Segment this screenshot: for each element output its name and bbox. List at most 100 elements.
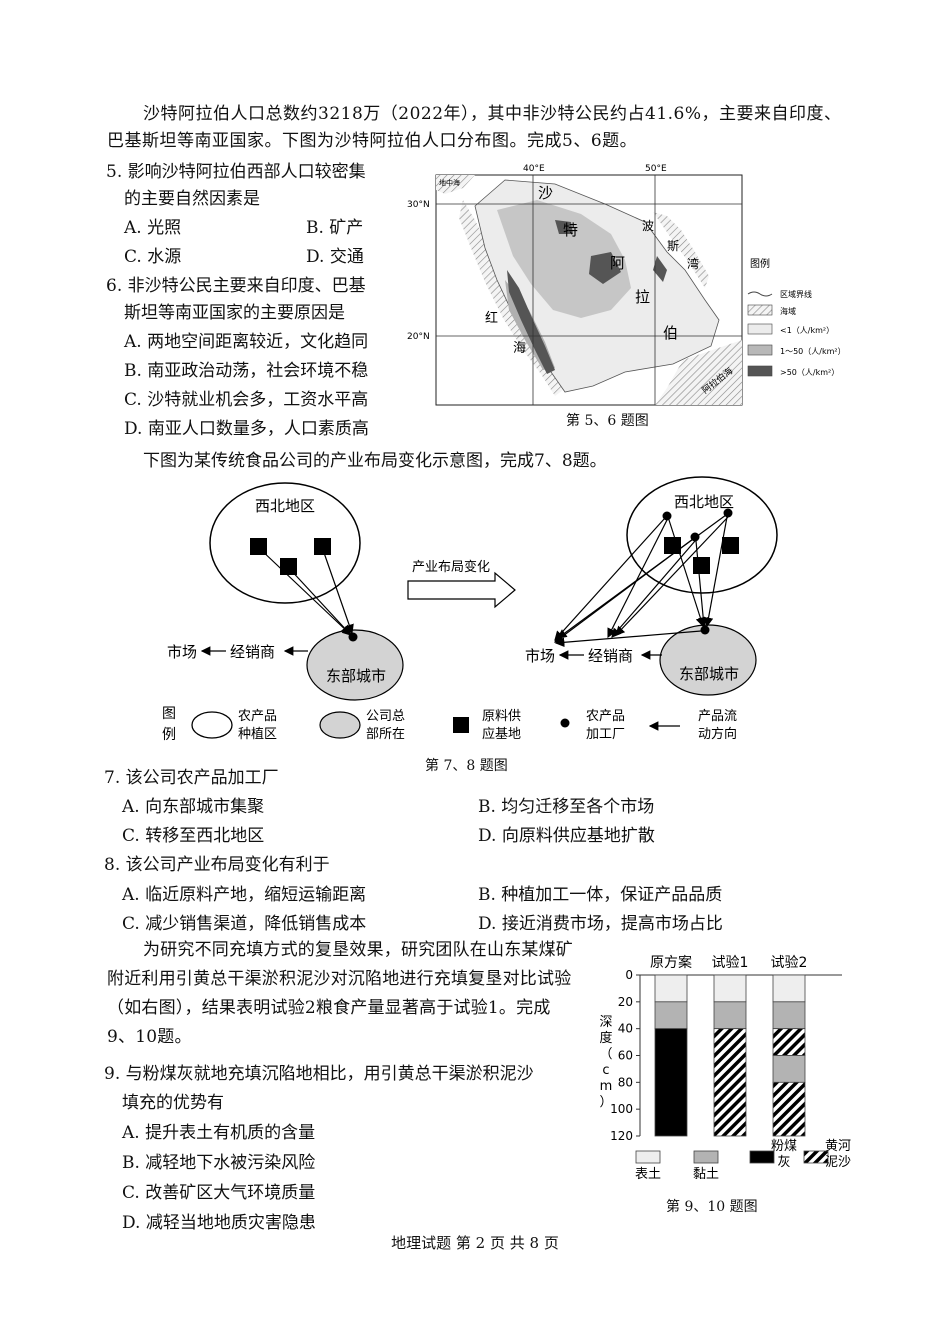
lon-label-50: 50°E bbox=[645, 164, 667, 174]
label-sha: 沙 bbox=[538, 184, 553, 202]
legend-hq-l2: 部所在 bbox=[366, 727, 405, 742]
intro-paragraph-3: 为研究不同充填方式的复垦效果，研究团队在山东某煤矿附近利用引黄总干渠淤积泥沙对沉… bbox=[107, 940, 573, 1047]
y-tick-label: 80 bbox=[618, 1075, 633, 1089]
left-region-label: 西北地区 bbox=[255, 497, 315, 515]
q5-stem-line1: 5. 影响沙特阿拉伯西部人口较密集 bbox=[106, 162, 366, 182]
right-base-3 bbox=[722, 537, 739, 554]
label-a: 阿 bbox=[610, 254, 625, 272]
q7-option-c[interactable]: C. 转移至西北地区 bbox=[122, 826, 265, 846]
legend-plant-l1: 农产品 bbox=[586, 709, 625, 724]
left-dealer-label: 经销商 bbox=[230, 643, 275, 661]
q9-stem-line1: 9. 与粉煤灰就地充填沉陷地相比，用引黄总干渠淤积泥沙 bbox=[104, 1064, 534, 1084]
right-plant-city bbox=[700, 625, 710, 635]
soil-layer-bar bbox=[654, 1001, 688, 1030]
legend-sea-label: 海域 bbox=[780, 306, 796, 316]
y-tick-label: 60 bbox=[618, 1049, 633, 1063]
q7-option-a[interactable]: A. 向东部城市集聚 bbox=[122, 797, 265, 817]
legend-low-label: <1（人/km²） bbox=[780, 326, 834, 335]
diagram-legend-head-2: 例 bbox=[162, 727, 176, 743]
soil-layer-bar bbox=[713, 1001, 747, 1030]
left-flow-1 bbox=[257, 546, 352, 636]
left-base-2 bbox=[280, 558, 297, 575]
saudi-population-map: 40°E 50°E 30°N 20°N 地中海 沙 特 阿 拉 伯 红 海 波 … bbox=[407, 164, 846, 406]
q6-option-c[interactable]: C. 沙特就业机会多，工资水平高 bbox=[124, 390, 369, 410]
high-density-north bbox=[555, 220, 573, 234]
label-wan: 湾 bbox=[687, 256, 699, 271]
legend-hq-icon bbox=[319, 711, 361, 739]
soil-layer-bar bbox=[772, 1055, 806, 1083]
right-flow-p3-dealer bbox=[615, 516, 729, 636]
q5-option-a[interactable]: A. 光照 bbox=[124, 218, 182, 238]
soil-layer-bar bbox=[713, 1028, 747, 1137]
q5-option-d[interactable]: D. 交通 bbox=[306, 247, 364, 267]
y-axis-label-char: 度 bbox=[599, 1030, 612, 1046]
legend-planting-icon bbox=[191, 711, 233, 739]
q5-stem-line2: 的主要自然因素是 bbox=[124, 189, 260, 209]
q8-option-d[interactable]: D. 接近消费市场，提高市场占比 bbox=[478, 914, 723, 934]
right-market-label: 市场 bbox=[525, 647, 555, 665]
q7-option-b[interactable]: B. 均匀迁移至各个市场 bbox=[478, 797, 655, 817]
q9-option-d[interactable]: D. 减轻当地地质灾害隐患 bbox=[122, 1213, 316, 1233]
q7-stem: 7. 该公司农产品加工厂 bbox=[104, 768, 279, 788]
left-planting-region bbox=[209, 482, 361, 604]
legend-boundary-label: 区域界线 bbox=[780, 289, 812, 299]
q9-option-b[interactable]: B. 减轻地下水被污染风险 bbox=[122, 1153, 316, 1173]
q8-option-a[interactable]: A. 临近原料产地，缩短运输距离 bbox=[122, 885, 367, 905]
q8-option-c[interactable]: C. 减少销售渠道，降低销售成本 bbox=[122, 914, 367, 934]
change-label: 产业布局变化 bbox=[412, 559, 490, 575]
legend-high-swatch bbox=[747, 365, 773, 377]
q5-option-b[interactable]: B. 矿产 bbox=[306, 218, 364, 238]
map-legend-title: 图例 bbox=[750, 257, 770, 270]
right-flow-p1-market bbox=[554, 517, 666, 641]
y-tick-label: 0 bbox=[625, 968, 633, 982]
q9-option-a[interactable]: A. 提升表土有机质的含量 bbox=[122, 1123, 316, 1143]
right-flow-p1-dealer bbox=[607, 519, 668, 639]
industry-layout-diagram: 西北地区 东部城市 经销商 市场 产业布局变化 西北地区 东部城市 经销商 市场… bbox=[162, 476, 778, 743]
legend-base-l1: 原料供 bbox=[482, 709, 521, 724]
chart-legend: 表土黏土粉煤灰黄河泥沙 bbox=[635, 1139, 851, 1182]
left-city-label: 东部城市 bbox=[326, 667, 386, 685]
change-arrow bbox=[407, 571, 516, 609]
intro-paragraph-1: 沙特阿拉伯人口总数约3218万（2022年），其中非沙特公民约占41.6%，主要… bbox=[107, 104, 842, 151]
legend-flow-l2: 动方向 bbox=[698, 726, 737, 742]
q6-stem-line1: 6. 非沙特公民主要来自印度、巴基 bbox=[106, 276, 366, 296]
right-flow-p3-city bbox=[703, 516, 728, 628]
high-density-west bbox=[507, 270, 555, 374]
soil-layer-bar bbox=[772, 1001, 806, 1030]
label-si: 斯 bbox=[667, 239, 679, 253]
q6-stem-line2: 斯坦等南亚国家的主要原因是 bbox=[124, 303, 345, 323]
intro-paragraph-2: 下图为某传统食品公司的产业布局变化示意图，完成7、8题。 bbox=[143, 451, 607, 471]
page-footer: 地理试题 第 2 页 共 8 页 bbox=[391, 1234, 559, 1252]
q8-option-b[interactable]: B. 种植加工一体，保证产品品质 bbox=[478, 885, 723, 905]
left-city-hq bbox=[306, 629, 404, 701]
diagram-caption: 第 7、8 题图 bbox=[425, 758, 508, 774]
left-flow-3 bbox=[321, 546, 354, 635]
q6-option-b[interactable]: B. 南亚政治动荡，社会环境不稳 bbox=[124, 361, 369, 381]
y-axis-label-char: ） bbox=[599, 1095, 612, 1110]
high-density-riyadh bbox=[589, 252, 621, 284]
q7-option-d[interactable]: D. 向原料供应基地扩散 bbox=[478, 826, 655, 846]
right-flow-city-market bbox=[554, 630, 702, 648]
q6-option-d[interactable]: D. 南亚人口数量多，人口素质高 bbox=[124, 419, 369, 439]
q5-option-c[interactable]: C. 水源 bbox=[124, 247, 182, 267]
right-base-2 bbox=[693, 557, 710, 574]
legend-mid-label: 1～50（人/km²） bbox=[780, 347, 846, 356]
y-axis-label-char: 深 bbox=[599, 1015, 612, 1030]
right-city-hq bbox=[659, 624, 757, 696]
right-flow-p2-city bbox=[695, 540, 708, 628]
label-bo2: 波 bbox=[642, 219, 654, 233]
soil-layer-bar bbox=[713, 974, 747, 1003]
legend-swatch bbox=[749, 1150, 775, 1164]
q9-option-c[interactable]: C. 改善矿区大气环境质量 bbox=[122, 1183, 316, 1203]
q6-option-a[interactable]: A. 两地空间距离较近，文化趋同 bbox=[124, 332, 369, 352]
legend-plant-icon bbox=[560, 718, 570, 728]
diagram-legend-head-1: 图 bbox=[162, 706, 176, 722]
lon-label-40: 40°E bbox=[523, 164, 545, 174]
arabian-sea bbox=[655, 340, 742, 405]
category-label: 原方案 bbox=[650, 954, 692, 971]
lat-label-20: 20°N bbox=[407, 332, 430, 342]
right-planting-region bbox=[626, 476, 778, 594]
high-density-east bbox=[653, 256, 667, 282]
category-label: 试验2 bbox=[771, 955, 808, 971]
